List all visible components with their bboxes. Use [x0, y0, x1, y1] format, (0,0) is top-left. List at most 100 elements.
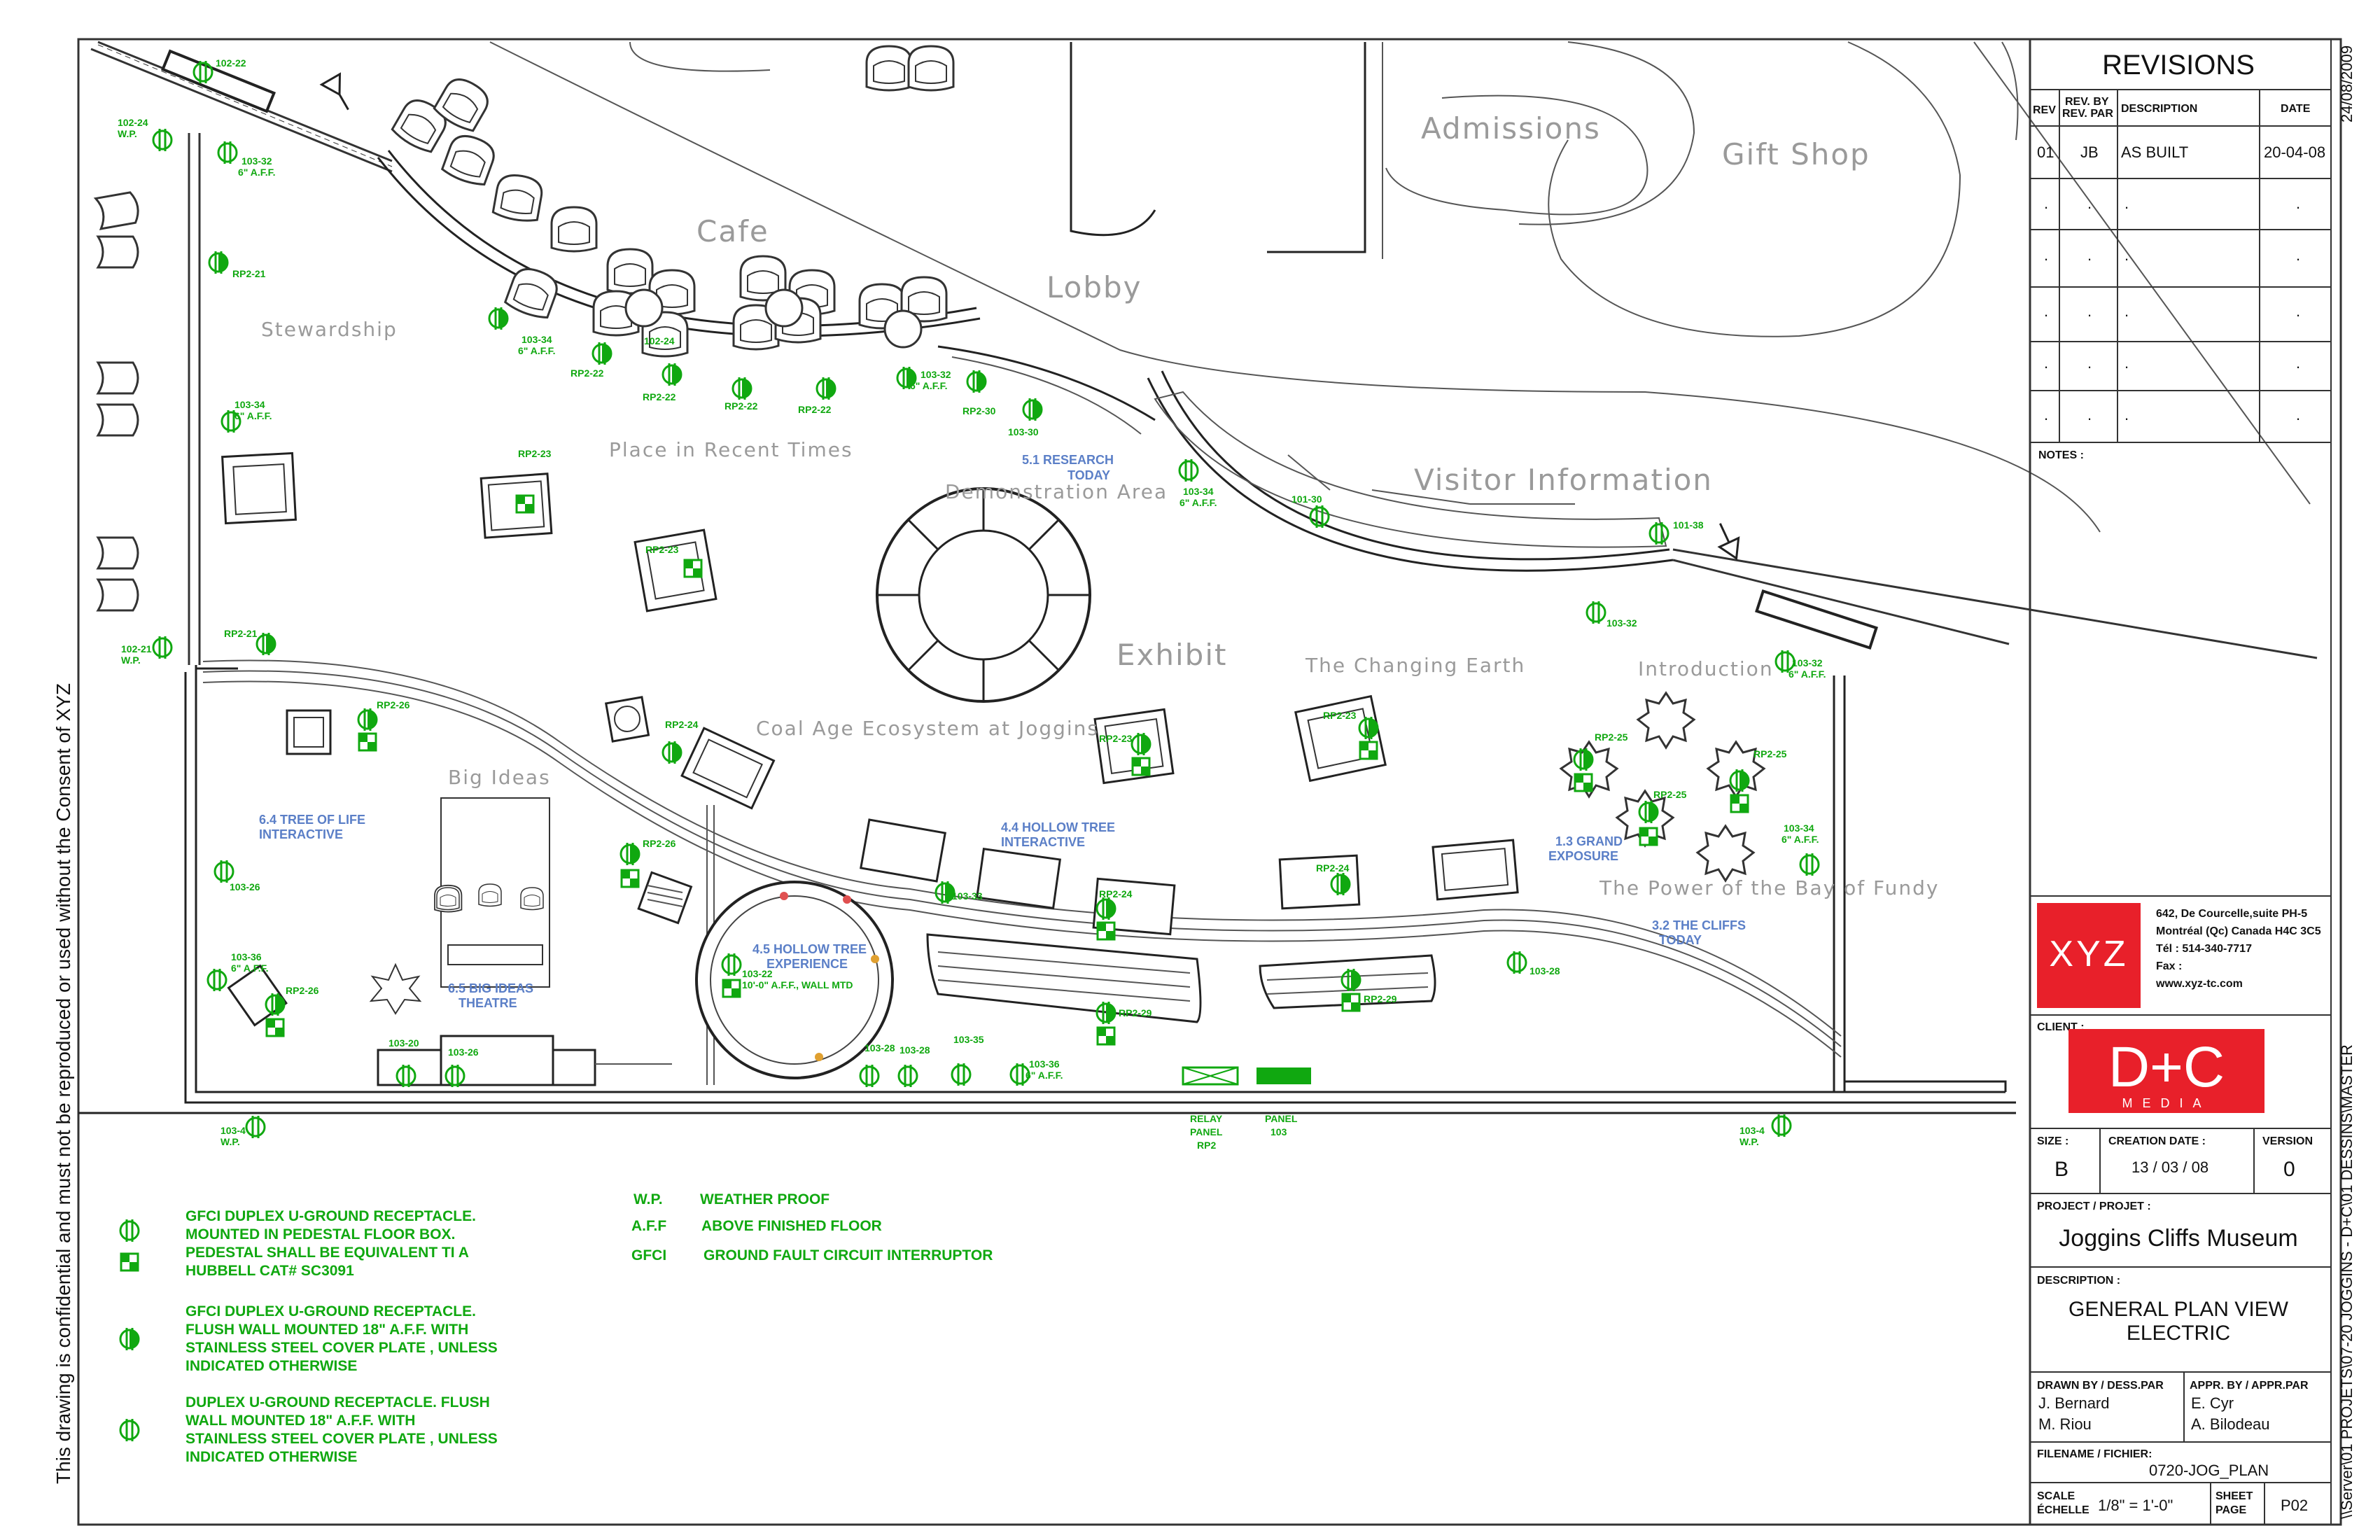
circuit-label: W.P.	[1740, 1136, 1759, 1147]
circuit-label: 103-34	[522, 334, 552, 345]
drawn-by-label: DRAWN BY / DESS.PAR	[2037, 1380, 2164, 1392]
circuit-label: RP2-25	[1754, 748, 1787, 760]
company-address: Montréal (Qc) Canada H4C 3C5	[2156, 925, 2321, 937]
rev-by-cell: .	[2087, 406, 2092, 424]
size-label: SIZE :	[2037, 1135, 2068, 1147]
area-power-of-bay: The Power of the Bay of Fundy	[1599, 876, 1939, 899]
circuit-label: 103-36	[231, 951, 262, 962]
circuit-label: 103-34	[1183, 486, 1214, 497]
circuit-label: RP2-26	[643, 838, 676, 849]
description-header: DESCRIPTION	[2121, 103, 2197, 115]
rev-by-header: REV. BY	[2065, 96, 2109, 108]
company-website: www.xyz-tc.com	[2155, 978, 2243, 990]
rev-cell: .	[2044, 302, 2048, 320]
rev-by-cell: .	[2087, 354, 2092, 372]
rev-date-cell: .	[2296, 246, 2300, 264]
exhibit-hollow-experience-1: 4.5 HOLLOW TREE	[752, 942, 867, 956]
rev-desc-cell: .	[2124, 195, 2129, 212]
approved-by-name: E. Cyr	[2191, 1394, 2234, 1412]
circuit-label: RP2-24	[1099, 888, 1133, 899]
relay-panel-label: RELAY	[1190, 1113, 1223, 1124]
file-path: \\Server\01 PROJETS\07-20 JOGGINS - D+C\…	[2338, 1044, 2356, 1519]
version-value: 0	[2283, 1158, 2295, 1181]
rev-cell: 01	[2037, 144, 2054, 161]
exhibit-research-today-1: 5.1 RESEARCH	[1022, 453, 1114, 467]
date-header: DATE	[2281, 103, 2311, 115]
circuit-label: 6" A.F.F.	[518, 345, 556, 356]
rev-desc-cell: .	[2124, 354, 2129, 372]
circuit-label: RP2-22	[570, 368, 604, 379]
legend-item1-line: PEDESTAL SHALL BE EQUIVALENT TI A	[186, 1245, 469, 1261]
exhibit-research-today-2: TODAY	[1068, 468, 1110, 482]
legend-abbr-text: GROUND FAULT CIRCUIT INTERRUPTOR	[704, 1247, 993, 1264]
company-address: 642, De Courcelle,suite PH-5	[2156, 908, 2307, 920]
exhibit-grand-exposure-2: EXPOSURE	[1548, 849, 1618, 863]
sheet-label: PAGE	[2216, 1504, 2246, 1516]
circuit-label: 101-38	[1673, 519, 1704, 531]
circuit-label: RP2-22	[643, 391, 676, 402]
circuit-label: RP2-23	[518, 448, 552, 459]
size-value: B	[2054, 1158, 2068, 1181]
creation-date-value: 13 / 03 / 08	[2132, 1158, 2208, 1176]
legend-abbr-text: WEATHER PROOF	[700, 1191, 830, 1208]
sheet-value: P02	[2281, 1497, 2308, 1514]
circuit-label: RP2-23	[645, 544, 679, 555]
circuit-label: RP2-26	[286, 985, 319, 996]
relay-panel-label: PANEL	[1190, 1126, 1223, 1138]
rev-cell: .	[2044, 195, 2048, 212]
circuit-label: W.P.	[118, 128, 137, 139]
rev-by-cell: JB	[2080, 144, 2099, 161]
circuit-label: 103-32	[920, 369, 951, 380]
legend: GFCI DUPLEX U-GROUND RECEPTACLE. MOUNTED…	[119, 1191, 993, 1465]
rev-cell: .	[2044, 406, 2048, 424]
legend-item2-line: GFCI DUPLEX U-GROUND RECEPTACLE.	[186, 1303, 476, 1320]
scale-label: SCALE	[2037, 1490, 2076, 1502]
area-demonstration: Demonstration Area	[945, 480, 1168, 503]
filename-value: 0720-JOG_PLAN	[2149, 1462, 2269, 1479]
version-label: VERSION	[2262, 1135, 2313, 1147]
circuit-label: 103-34	[1784, 822, 1814, 834]
client-logo-text: D+C	[2108, 1035, 2225, 1099]
exhibit-hollow-tree-2: INTERACTIVE	[1001, 835, 1085, 849]
circuit-label: 103-20	[388, 1037, 419, 1049]
area-lobby: Lobby	[1046, 270, 1142, 304]
relay-panel-label: RP2	[1197, 1140, 1216, 1151]
area-labels: Admissions Gift Shop Cafe Lobby Stewards…	[261, 111, 1939, 899]
circuit-label: 6" A.F.F.	[1026, 1070, 1063, 1081]
circuit-labels: 102-22 102-24 W.P. 103-32 6" A.F.F. RP2-…	[118, 57, 1826, 1151]
description-label: DESCRIPTION :	[2037, 1275, 2120, 1287]
legend-item1-line: MOUNTED IN PEDESTAL FLOOR BOX.	[186, 1226, 455, 1242]
circuit-label: RP2-29	[1364, 993, 1397, 1004]
circuit-label: RP2-22	[798, 404, 832, 415]
legend-item3-line: WALL MOUNTED 18" A.F.F. WITH	[186, 1413, 415, 1429]
rev-date-cell: .	[2296, 354, 2300, 372]
exhibit-cliffs-today-2: TODAY	[1659, 933, 1702, 947]
notes-label: NOTES :	[2038, 449, 2084, 461]
plot-date: 24/08/2009	[2338, 46, 2356, 122]
rev-date-cell: 20-04-08	[2264, 144, 2325, 161]
area-changing-earth: The Changing Earth	[1305, 654, 1525, 677]
scale-label: ÉCHELLE	[2037, 1503, 2090, 1516]
exhibit-big-ideas-theatre-2: THEATRE	[458, 996, 517, 1010]
circuit-label: 102-21	[121, 643, 152, 654]
circuit-label: 10'-0" A.F.F., WALL MTD	[742, 979, 853, 990]
area-admissions: Admissions	[1421, 111, 1601, 146]
legend-item1-line: GFCI DUPLEX U-GROUND RECEPTACLE.	[186, 1208, 476, 1224]
circuit-label: 102-24	[644, 335, 675, 346]
circuit-label: RP2-24	[665, 719, 699, 730]
project-name: Joggins Cliffs Museum	[2059, 1225, 2297, 1252]
circuit-label: RP2-23	[1323, 710, 1357, 721]
circuit-label: 103-4	[1740, 1125, 1765, 1136]
area-introduction: Introduction	[1638, 657, 1774, 680]
circuit-label: RP2-25	[1653, 789, 1687, 800]
exhibit-labels: 5.1 RESEARCH TODAY 6.4 TREE OF LIFE INTE…	[259, 453, 1746, 1010]
exhibit-hollow-tree-1: 4.4 HOLLOW TREE	[1001, 820, 1115, 834]
legend-item2-line: FLUSH WALL MOUNTED 18" A.F.F. WITH	[186, 1322, 468, 1338]
legend-item1-line: HUBBELL CAT# SC3091	[186, 1263, 354, 1279]
circuit-label: RP2-21	[224, 628, 258, 639]
project-label: PROJECT / PROJET :	[2037, 1200, 2151, 1212]
rev-header: REV	[2033, 104, 2056, 116]
circuit-label: 103-34	[234, 399, 265, 410]
area-gift-shop: Gift Shop	[1722, 137, 1870, 172]
circuit-label: RP2-22	[724, 400, 758, 412]
